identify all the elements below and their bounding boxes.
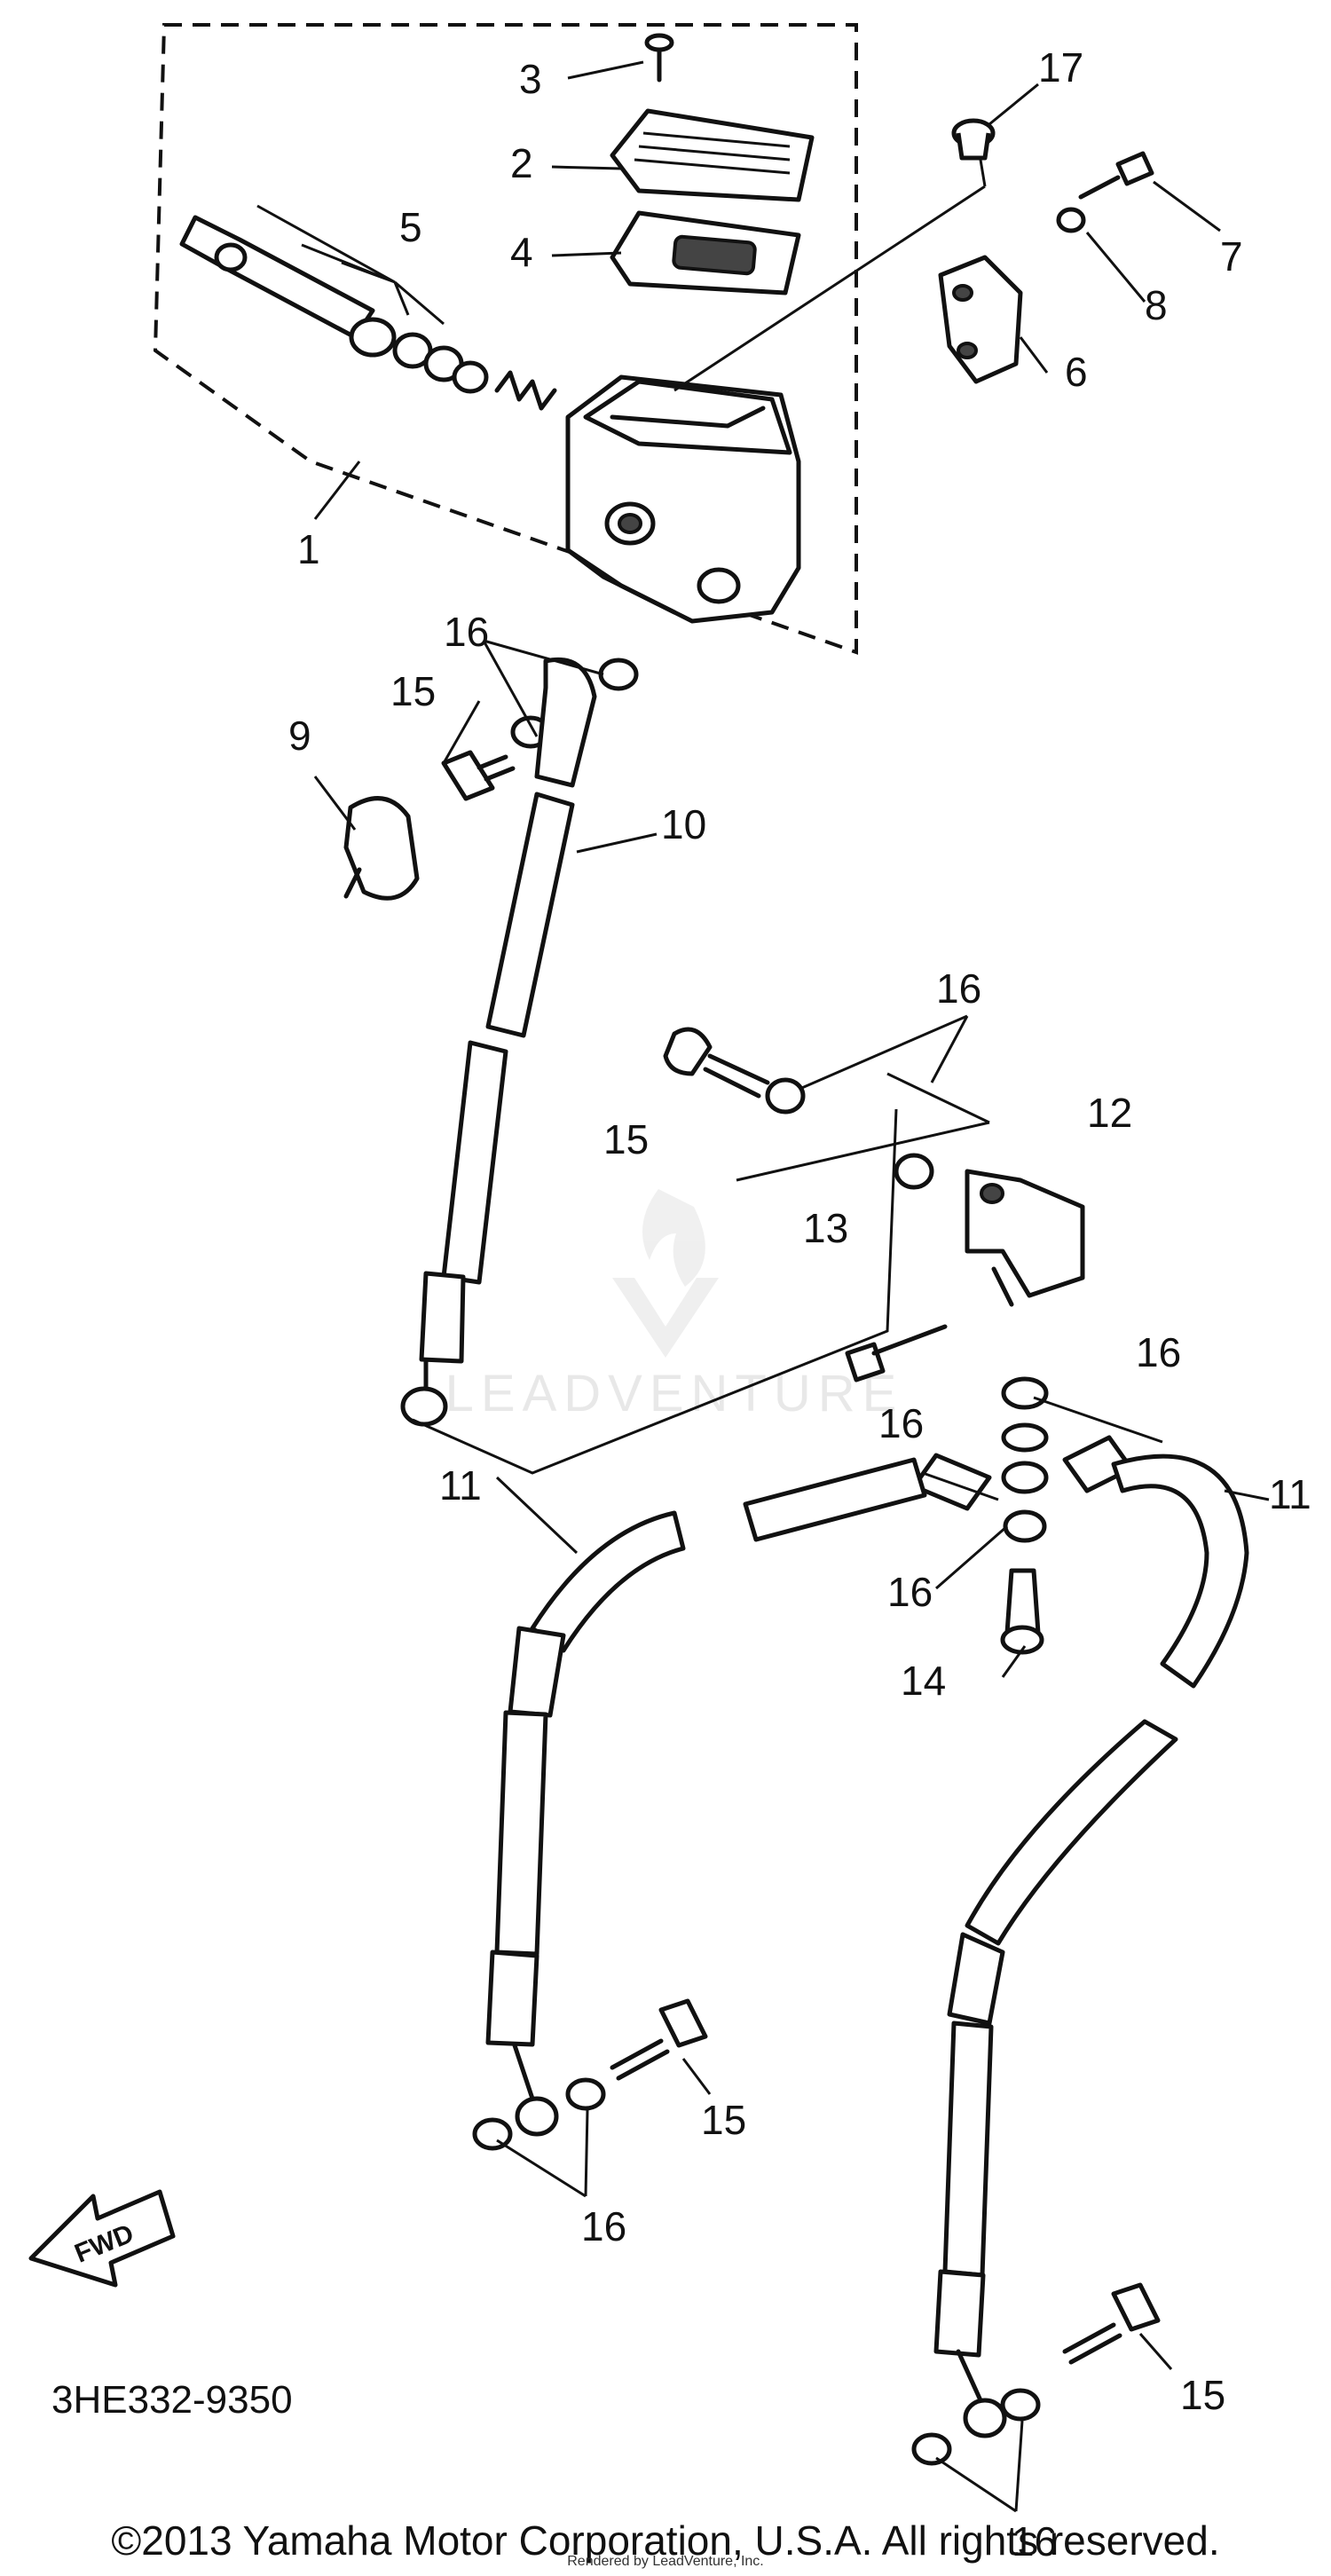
copper-washers-right (911, 2388, 1041, 2466)
callout-15-upper: 15 (390, 668, 436, 714)
copper-washer-upper-b (598, 658, 639, 691)
callout-16-upper: 16 (444, 609, 489, 655)
reservoir-cap (610, 108, 815, 202)
copper-washers-left (472, 2077, 606, 2151)
master-cylinder-body (565, 374, 801, 624)
rendered-by-text: Rendered by LeadVenture, Inc. (567, 2554, 764, 2569)
callout-15-right: 15 (1180, 2372, 1225, 2418)
callout-11-left: 11 (439, 1462, 482, 1509)
hose-upper (400, 657, 597, 1427)
copper-washer-mid-b (894, 1153, 934, 1190)
callout-4: 4 (510, 229, 533, 275)
banjo-bolt-left (610, 1998, 708, 2081)
lever-bracket (938, 255, 1023, 384)
callout-10: 10 (661, 801, 706, 847)
callout-16-left: 16 (581, 2203, 626, 2249)
callout-7: 7 (1220, 233, 1243, 280)
callout-12: 12 (1087, 1090, 1132, 1136)
cap-screw (644, 33, 674, 83)
diagram-code: 3HE332-9350 (51, 2378, 293, 2422)
callout-6: 6 (1065, 349, 1088, 395)
callout-15-mid: 15 (603, 1116, 649, 1162)
banjo-bolt-upper (441, 750, 516, 801)
leader-lines-mid (313, 639, 990, 1475)
bracket-washer (1056, 207, 1086, 233)
callouts: 3 2 4 5 1 17 7 8 6 16 15 9 10 16 15 12 1… (288, 44, 1311, 2564)
watermark-text: LEADVENTURE (445, 1365, 904, 1422)
callout-17: 17 (1038, 44, 1083, 91)
copper-washer-mid-a (765, 1077, 806, 1115)
leader-lines-upper (256, 60, 1221, 520)
callout-8: 8 (1145, 282, 1168, 328)
callout-5: 5 (399, 204, 422, 250)
rubber-boot (343, 796, 420, 901)
banjo-bolt-right (1062, 2282, 1161, 2365)
bracket-bolt (1078, 151, 1154, 200)
copyright-text: ©2013 Yamaha Motor Corporation, U.S.A. A… (111, 2517, 1220, 2564)
callout-11-right: 11 (1269, 1471, 1311, 1517)
callout-15-left: 15 (701, 2097, 746, 2143)
callout-16-right: 16 (1012, 2518, 1057, 2564)
banjo-bolt-mid (663, 1027, 770, 1099)
callout-16-junction-top: 16 (1136, 1329, 1181, 1375)
piston-kit (179, 215, 557, 411)
joint-bracket (965, 1169, 1085, 1307)
callout-16-junction-bottom: 16 (887, 1569, 933, 1615)
callout-16-mid-top: 16 (936, 965, 981, 1012)
callout-16-junction-left: 16 (878, 1400, 924, 1446)
diaphragm (610, 210, 801, 295)
hose-right (933, 1435, 1249, 2438)
callout-3: 3 (519, 56, 542, 102)
callout-9: 9 (288, 713, 311, 759)
junction-block (1000, 1376, 1049, 1655)
fwd-arrow-icon: FWD (28, 2189, 176, 2288)
hose-left (485, 1453, 992, 2137)
assembly-boundary (153, 23, 858, 655)
reservoir-plug (951, 118, 996, 161)
leader-lines-lower (495, 1396, 1270, 2513)
callout-13: 13 (803, 1205, 848, 1251)
callout-14: 14 (901, 1658, 946, 1704)
leadventure-watermark: LEADVENTURE (445, 1189, 904, 1422)
joint-bolt (845, 1324, 948, 1383)
callout-1: 1 (297, 526, 320, 572)
callout-2: 2 (510, 140, 533, 186)
